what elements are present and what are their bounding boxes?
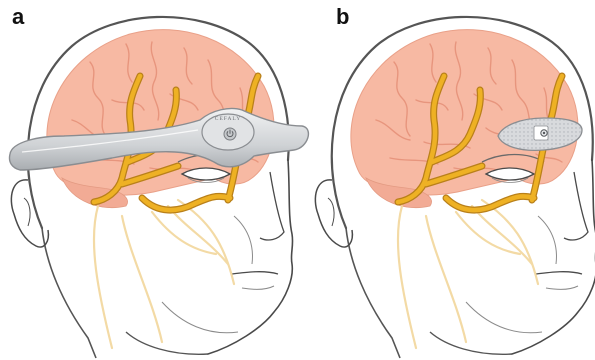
head-illustration-b [315, 17, 595, 358]
head-illustration-a [11, 17, 292, 358]
device-brand-text: CEFALY [215, 116, 241, 122]
panel-b [315, 17, 595, 358]
power-button [224, 128, 236, 140]
panel-label-b: b [336, 6, 349, 28]
panel-a: CEFALY [9, 17, 308, 358]
panel-label-a: a [12, 6, 24, 28]
